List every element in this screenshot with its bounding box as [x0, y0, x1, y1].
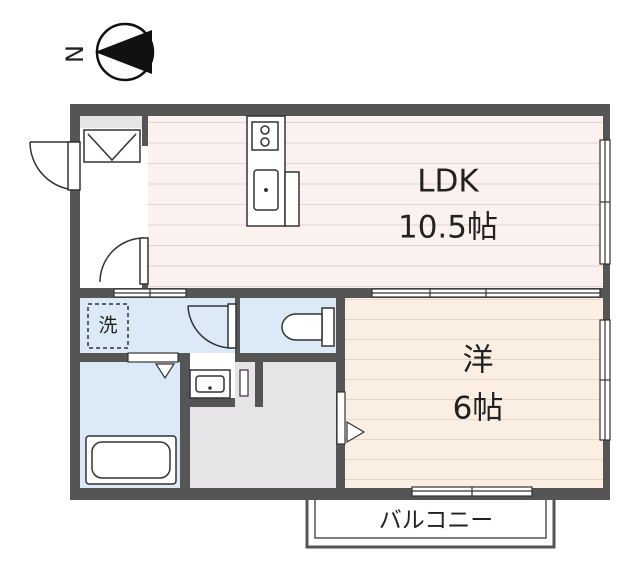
- balcony-label: バルコニー: [379, 508, 494, 534]
- washroom-floor: [80, 298, 235, 353]
- bathtub-icon: [85, 435, 177, 485]
- western-room-floor: [345, 298, 603, 488]
- vanity-sink-icon: [189, 369, 231, 399]
- western-room-name: 洋: [463, 343, 494, 379]
- compass-arrow-icon: [95, 30, 152, 74]
- entrance-shoebox: [80, 116, 142, 128]
- washing-machine-area: 洗: [87, 303, 129, 349]
- ldk-room-name: LDK: [417, 164, 479, 200]
- ldk-door: [99, 237, 149, 285]
- compass-north-label: N: [61, 45, 89, 63]
- balcony: バルコニー: [305, 492, 556, 549]
- washroom-door: [187, 303, 237, 349]
- shoe-cabinet: [83, 129, 141, 163]
- washer-label: 洗: [98, 315, 117, 337]
- ldk-sliding-door: [371, 288, 601, 298]
- ldk-floor: [148, 116, 603, 288]
- western-room-size: 6帖: [453, 391, 504, 427]
- stove-burner-icon: [260, 125, 270, 135]
- balcony-window: [411, 486, 533, 497]
- entrance-door: [29, 141, 81, 191]
- ldk-window: [599, 139, 611, 265]
- stove-burner-icon: [260, 137, 270, 147]
- ldk-room-size: 10.5帖: [398, 210, 498, 246]
- kitchen-counter: [246, 115, 300, 227]
- bathroom-door: [127, 352, 179, 380]
- western-window: [599, 319, 611, 441]
- washroom-sliding-door: [113, 288, 187, 298]
- compass: N: [61, 22, 155, 82]
- toilet-icon: [281, 307, 335, 347]
- storage-door: [239, 369, 366, 445]
